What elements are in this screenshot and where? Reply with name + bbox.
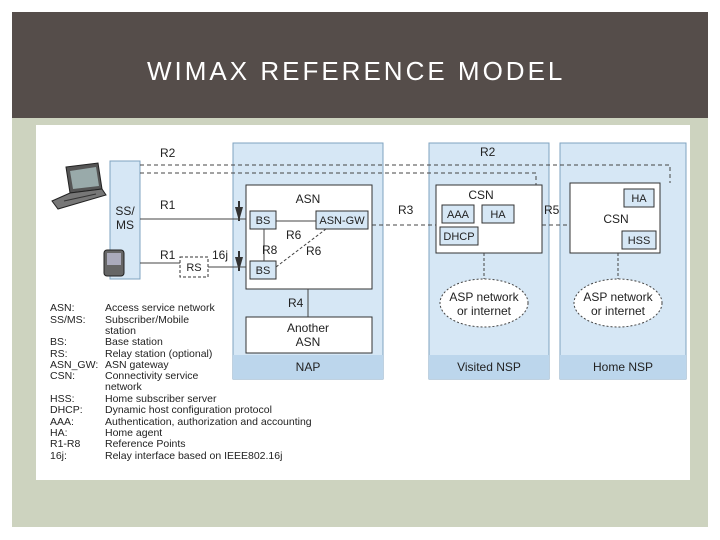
r2-left-label: R2	[160, 146, 176, 160]
legend-desc: Relay station (optional)	[105, 348, 212, 360]
another-asn-line1: Another	[287, 321, 329, 335]
another-asn-box	[245, 316, 373, 354]
16j-label: 16j	[212, 248, 228, 262]
bs-top-box	[249, 210, 277, 230]
home-hss-label: HSS	[628, 235, 651, 247]
legend-term: BS:	[50, 336, 67, 348]
legend-desc: ASN gateway	[105, 359, 169, 371]
visited-nsp-label-band	[429, 355, 549, 379]
r6-bottom-line	[275, 228, 327, 268]
bs-bottom-label: BS	[256, 265, 271, 277]
asn-gw-label: ASN-GW	[319, 215, 365, 227]
legend-desc: Dynamic host configuration protocol	[105, 404, 272, 416]
visited-csn-label: CSN	[468, 188, 493, 202]
visited-ha-box	[481, 204, 515, 224]
antenna-icon	[235, 251, 243, 271]
visited-aaa-label: AAA	[447, 209, 470, 221]
antenna-icon	[235, 201, 243, 221]
diagram-figure: NAP Visited NSP Home NSP SS/ MS ASN BS A…	[36, 125, 690, 480]
legend-desc: Home agent	[105, 427, 162, 439]
visited-ha-label: HA	[490, 209, 506, 221]
legend-desc: Reference Points	[105, 438, 186, 450]
ss-ms-label-line1: SS/	[115, 204, 135, 218]
r8-label: R8	[262, 243, 278, 257]
legend-desc: Home subscriber server	[105, 393, 217, 405]
visited-dhcp-box	[439, 226, 479, 246]
r3-label: R3	[398, 203, 414, 217]
legend-term: 16j:	[50, 450, 67, 462]
r4-label: R4	[288, 296, 304, 310]
home-csn-label: CSN	[603, 212, 628, 226]
r5-label: R5	[544, 203, 560, 217]
home-nsp-region	[559, 142, 687, 380]
legend-term: DHCP:	[50, 404, 83, 416]
nap-label: NAP	[296, 360, 321, 374]
reference-lines	[140, 164, 671, 317]
visited-cloud-line2: or internet	[457, 304, 512, 318]
rs-label: RS	[186, 262, 201, 274]
home-cloud-line2: or internet	[591, 304, 646, 318]
legend-term: R1-R8	[50, 438, 81, 450]
nap-label-band	[233, 355, 383, 379]
bs-top-label: BS	[256, 215, 271, 227]
home-nsp-label: Home NSP	[593, 360, 653, 374]
visited-aaa-box	[441, 204, 475, 224]
legend-term: HSS:	[50, 393, 75, 405]
legend: ASN: Access service network SS/MS: Subsc…	[50, 302, 312, 462]
legend-desc: Connectivity service	[105, 370, 199, 382]
r2-line-inner	[140, 172, 537, 185]
wimax-diagram: NAP Visited NSP Home NSP SS/ MS ASN BS A…	[50, 142, 687, 462]
legend-term: SS/MS:	[50, 314, 86, 326]
legend-desc: Subscriber/Mobile	[105, 314, 189, 326]
legend-desc: Authentication, authorization and accoun…	[105, 416, 312, 428]
home-ha-label: HA	[631, 193, 647, 205]
r1-top-label: R1	[160, 198, 176, 212]
another-asn-line2: ASN	[296, 335, 321, 349]
home-cloud-line1: ASP network	[583, 290, 653, 304]
phone-icon	[103, 249, 125, 277]
ss-ms-label-line2: MS	[116, 218, 134, 232]
slide-title: WIMAX REFERENCE MODEL	[147, 56, 566, 86]
r6-bottom-label: R6	[306, 244, 322, 258]
laptop-icon	[51, 162, 107, 210]
cloud-icon	[439, 278, 529, 328]
legend-desc: network	[105, 381, 143, 393]
visited-nsp-label: Visited NSP	[457, 360, 521, 374]
visited-cloud-line1: ASP network	[449, 290, 519, 304]
home-ha-box	[623, 188, 655, 208]
r2-right-label: R2	[480, 145, 496, 159]
legend-desc: Access service network	[105, 302, 215, 314]
cloud-icon	[573, 278, 663, 328]
r1-bottom-label: R1	[160, 248, 176, 262]
legend-desc: Relay interface based on IEEE802.16j	[105, 450, 282, 462]
home-nsp-label-band	[560, 355, 686, 379]
r2-line	[140, 164, 671, 183]
slide-header	[12, 12, 708, 118]
legend-term: AAA:	[50, 416, 74, 428]
visited-dhcp-label: DHCP	[443, 231, 474, 243]
asn-gw-box	[315, 210, 369, 230]
asn-label: ASN	[296, 192, 321, 206]
legend-term: RS:	[50, 348, 68, 360]
legend-term: ASN_GW:	[50, 359, 98, 371]
legend-term: CSN:	[50, 370, 75, 382]
legend-term: ASN:	[50, 302, 75, 314]
legend-desc: station	[105, 325, 136, 337]
bs-bottom-box	[249, 260, 277, 280]
visited-nsp-region	[428, 142, 550, 380]
legend-term: HA:	[50, 427, 68, 439]
r6-top-label: R6	[286, 228, 302, 242]
home-hss-box	[621, 230, 657, 250]
legend-desc: Base station	[105, 336, 163, 348]
